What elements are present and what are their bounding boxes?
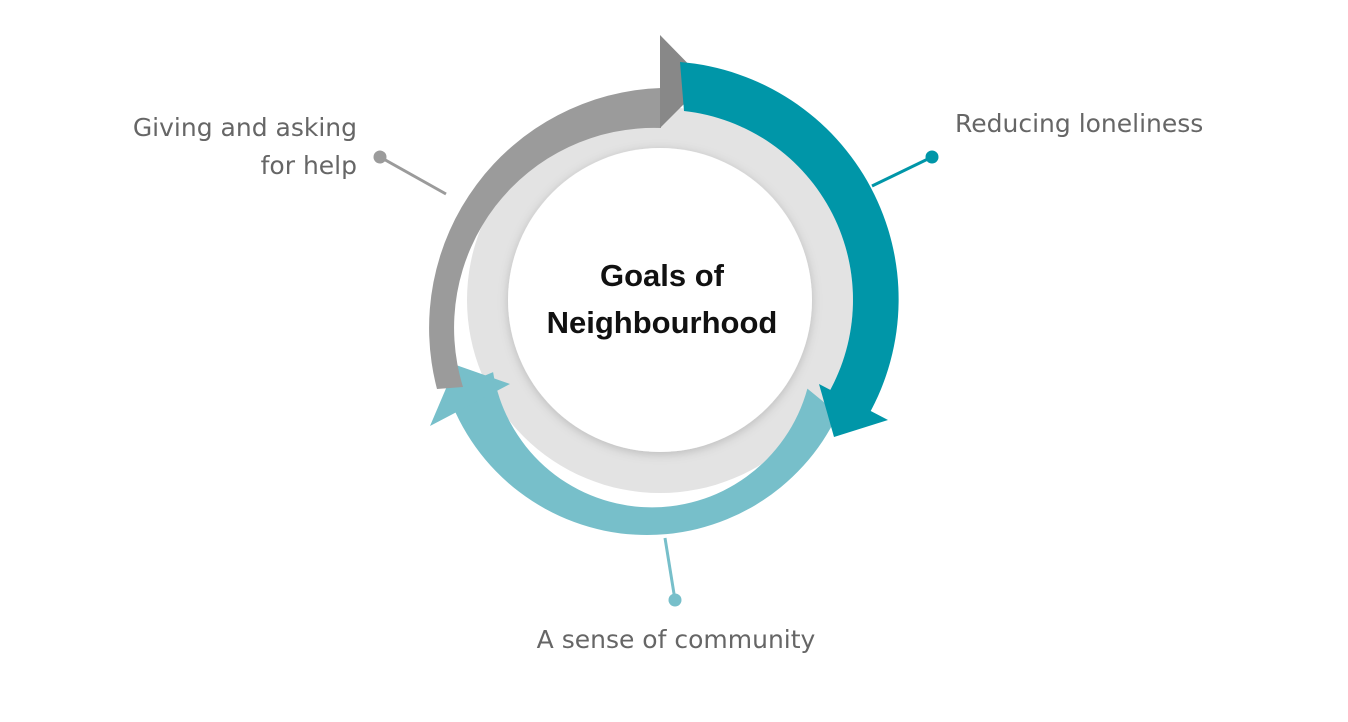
arrowhead-loneliness [819,384,888,437]
segment-arc-loneliness [680,62,899,416]
connector-dot-loneliness [925,150,939,164]
connector-dot-community [668,593,682,607]
diagram-title-line-1: Goals of [599,258,724,293]
label-help-line-2: for help [260,151,357,180]
diagram-title-line-2: Neighbourhood [546,305,778,340]
segment-arc-help [429,88,661,389]
label-reducing-loneliness-line-1: Reducing loneliness [955,109,1204,138]
label-sense-of-community-line-1: A sense of community [536,625,816,654]
connector-dot-help [373,150,387,164]
connector-line-loneliness [871,155,933,188]
connector-line-community [663,537,677,601]
diagram-title: Goals of Neighbourhood [480,252,844,346]
label-giving-and-asking-for-help: Giving and asking for help [133,109,357,185]
connector-line-help [379,155,447,196]
center-disc [508,148,812,452]
label-help-line-1: Giving and asking [132,113,357,142]
label-reducing-loneliness: Reducing loneliness [955,105,1203,143]
label-sense-of-community: A sense of community [520,621,832,659]
segment-arc-community [447,372,838,536]
